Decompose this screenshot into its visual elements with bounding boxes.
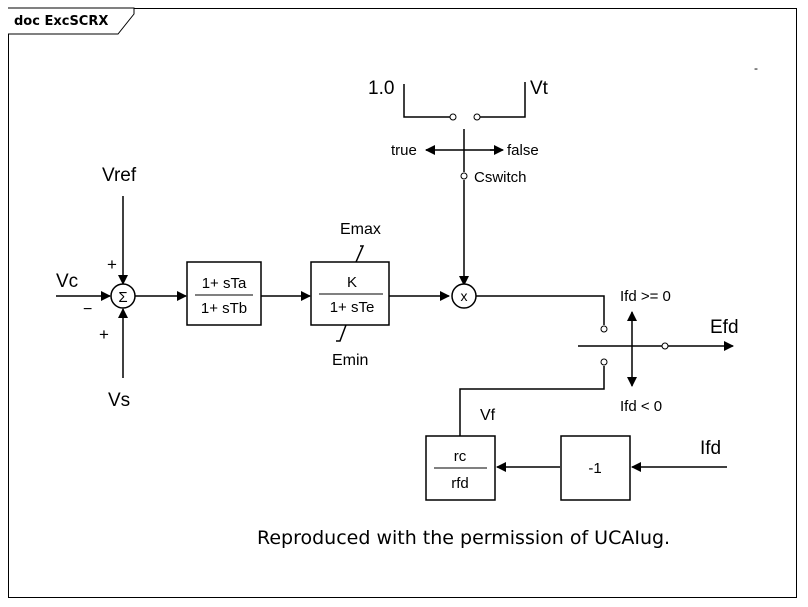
wire-vt xyxy=(480,82,526,118)
lead-lag-denominator: 1+ sTb xyxy=(201,300,247,317)
wire-vf xyxy=(459,366,605,436)
corner-mark: - xyxy=(754,61,758,75)
wire-mult-to-switch xyxy=(476,295,605,325)
ratio-denominator: rfd xyxy=(451,475,469,492)
output-switch: Ifd >= 0 Ifd < 0 Efd xyxy=(476,288,739,415)
frame-title: doc ExcSCRX xyxy=(14,14,108,29)
label-vref: Vref xyxy=(102,165,137,186)
gain-box xyxy=(560,435,631,501)
lead-lag-box xyxy=(186,261,262,326)
label-vs: Vs xyxy=(108,390,130,411)
emin-limit-line xyxy=(336,324,347,342)
lead-lag-numerator: 1+ sTa xyxy=(202,275,247,292)
label-false: false xyxy=(507,142,539,159)
label-ifd-pos: Ifd >= 0 xyxy=(620,288,671,305)
multiplier-symbol: x xyxy=(461,288,468,304)
summer-symbol: Σ xyxy=(118,289,127,306)
switch-input-1: 1.0 xyxy=(368,78,394,99)
cswitch-node xyxy=(460,172,468,180)
label-ifd: Ifd xyxy=(700,438,721,459)
label-vf: Vf xyxy=(480,407,496,424)
switch-contact-neg xyxy=(600,358,608,366)
switch-contact-pos xyxy=(600,325,608,333)
label-vc: Vc xyxy=(56,271,78,292)
switch-contact-right xyxy=(473,113,481,121)
caption: Reproduced with the permission of UCAIug… xyxy=(257,527,670,549)
exciter-numerator: K xyxy=(347,274,357,291)
wire-1-0 xyxy=(403,84,450,118)
exciter-block: Emax K 1+ sTe Emin xyxy=(310,221,390,369)
label-emin: Emin xyxy=(332,352,368,369)
sign-vref: + xyxy=(107,255,117,274)
label-true: true xyxy=(391,142,417,159)
sign-vs: + xyxy=(99,325,109,344)
feedback-path: Vf rc rfd -1 Ifd xyxy=(425,366,727,501)
gain-label: -1 xyxy=(588,460,601,477)
title-tab xyxy=(8,7,135,35)
sign-vc: − xyxy=(83,301,92,318)
switch-input-vt: Vt xyxy=(530,78,549,99)
ratio-numerator: rc xyxy=(454,448,467,465)
label-ifd-neg: Ifd < 0 xyxy=(620,398,662,415)
label-emax: Emax xyxy=(340,221,381,238)
lead-lag-block: 1+ sTa 1+ sTb xyxy=(186,261,262,326)
exciter-denominator: 1+ sTe xyxy=(330,299,375,316)
top-switch: 1.0 Vt true false Cswitch xyxy=(368,78,549,286)
diagram-frame xyxy=(8,8,797,598)
label-cswitch: Cswitch xyxy=(474,169,527,186)
emax-limit-line xyxy=(355,245,365,263)
label-efd: Efd xyxy=(710,317,739,338)
summing-junction: Vref + Vc − Σ + Vs xyxy=(56,165,137,411)
output-node xyxy=(661,342,669,350)
switch-contact-left xyxy=(449,113,457,121)
